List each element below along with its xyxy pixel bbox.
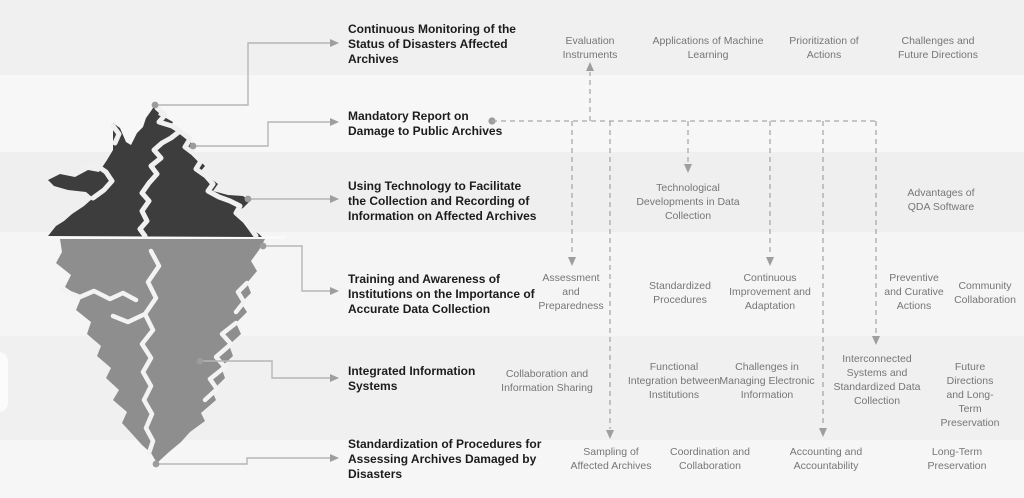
arrow-right-icon (330, 118, 339, 126)
subtopic-preventive-curative: Preventive and Curative Actions (884, 272, 944, 312)
connector-dots (151, 101, 496, 468)
arrow-down-icon (872, 336, 880, 345)
subtopic-continuous-improvement: Continuous Improvement and Adaptation (729, 272, 811, 312)
connector-line (193, 121, 330, 147)
connector-dot (151, 101, 159, 109)
connector-dot (259, 242, 267, 250)
main-topic-mandatory-report: Mandatory Report on Damage to Public Arc… (348, 109, 503, 138)
arrow-down-icon (684, 164, 692, 173)
connector-dot (152, 460, 160, 468)
arrow-right-icon (330, 454, 339, 462)
subtopic-community-collaboration: Community Collaboration (954, 280, 1016, 306)
arrow-right-icon (330, 287, 339, 295)
connector-line (263, 245, 330, 292)
subtopic-future-directions-preservation: Future Directions and Long-Term Preserva… (940, 361, 1000, 429)
subtopic-collaboration-sharing: Collaboration and Information Sharing (501, 368, 593, 394)
subtopic-machine-learning: Applications of Machine Learning (652, 35, 764, 61)
subtopic-sampling-archives: Sampling of Affected Archives (570, 446, 652, 472)
arrow-right-icon (330, 39, 339, 47)
arrow-up-icon (586, 62, 594, 71)
connector-line (200, 360, 330, 379)
arrow-down-icon (606, 430, 614, 439)
subtopic-qda-software: Advantages of QDA Software (907, 187, 975, 213)
iceberg-above-water (48, 105, 262, 239)
subtopic-long-term-preservation: Long-Term Preservation (927, 446, 987, 472)
subtopic-assessment-preparedness: Assessment and Preparedness (538, 272, 604, 312)
subtopic-electronic-information: Challenges in Managing Electronic Inform… (719, 361, 815, 401)
subtopic-technological-developments: Technological Developments in Data Colle… (636, 182, 740, 222)
waterline (48, 236, 286, 239)
connector-line (156, 457, 330, 465)
subtopic-accounting-accountability: Accounting and Accountability (789, 446, 863, 472)
arrow-right-icon (330, 195, 339, 203)
solid-arrowheads (330, 39, 339, 462)
connector-dot (189, 142, 197, 150)
arrow-down-icon (568, 257, 576, 266)
solid-connectors (155, 42, 330, 465)
subtopic-evaluation-instruments: Evaluation Instruments (562, 35, 618, 61)
main-topic-using-technology: Using Technology to Facilitate the Colle… (348, 179, 537, 223)
subtopic-interconnected-systems: Interconnected Systems and Standardized … (833, 353, 921, 407)
connector-dot (244, 195, 252, 203)
subtopic-standardized-procedures: Standardized Procedures (649, 280, 711, 306)
subtopic-challenges-future: Challenges and Future Directions (898, 35, 978, 61)
dashed-arrowheads (568, 62, 880, 439)
background-stripe (0, 0, 1024, 75)
subtopic-coordination-collaboration: Coordination and Collaboration (670, 446, 750, 472)
main-topic-standardization: Standardization of Procedures for Assess… (348, 437, 542, 481)
connector-line (155, 42, 330, 106)
connector-dot (196, 357, 204, 365)
arrow-down-icon (766, 257, 774, 266)
main-topic-training-awareness: Training and Awareness of Institutions o… (348, 272, 535, 316)
left-edge-accent (0, 352, 8, 412)
arrow-down-icon (819, 428, 827, 437)
dashed-connectors (492, 72, 877, 429)
iceberg-below-water (56, 239, 265, 463)
arrow-right-icon (330, 374, 339, 382)
main-topic-continuous-monitoring: Continuous Monitoring of the Status of D… (348, 22, 516, 66)
subtopic-prioritization-actions: Prioritization of Actions (789, 35, 859, 61)
subtopic-functional-integration: Functional Integration between Instituti… (627, 361, 721, 401)
main-topic-integrated-systems: Integrated Information Systems (348, 364, 476, 393)
